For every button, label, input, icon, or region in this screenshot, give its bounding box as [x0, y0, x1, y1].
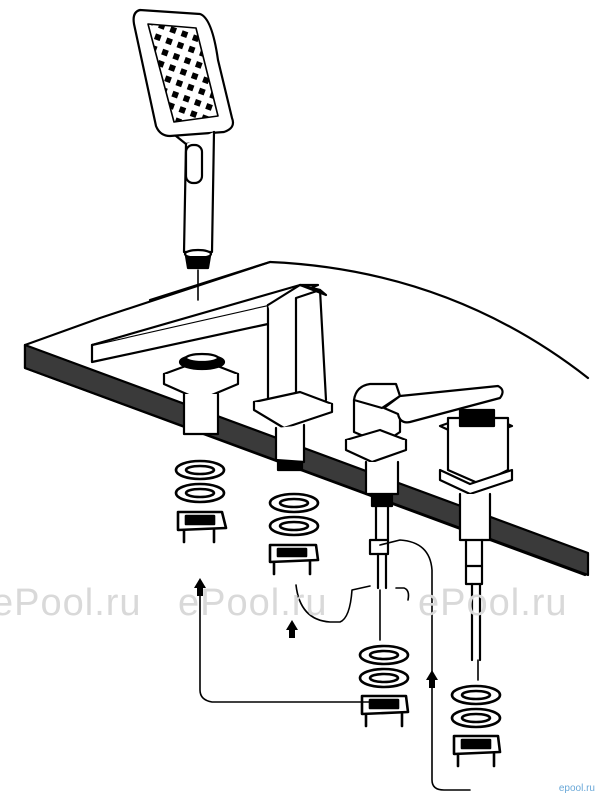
hand-shower	[132, 8, 235, 301]
brand-logo: epool.ru	[558, 783, 595, 794]
washer-stack-2	[268, 492, 320, 576]
watermark: ePool.ru	[0, 582, 142, 624]
washer-stack-1	[174, 459, 228, 544]
washer-stack-3	[358, 644, 410, 728]
mixer-body-unit	[438, 408, 514, 662]
washer-stack-4	[450, 684, 502, 768]
bathtub-rim	[148, 260, 590, 380]
deck-slab	[23, 260, 590, 577]
watermark: ePool.ru	[178, 582, 328, 624]
up-arrow-icon	[286, 620, 298, 630]
hose-lines	[199, 539, 479, 791]
diverter-unit	[162, 352, 240, 436]
mixer-handle-unit	[344, 382, 504, 590]
up-arrow-icon	[194, 578, 206, 588]
watermark: ePool.ru	[418, 582, 568, 624]
spout	[90, 283, 334, 472]
up-arrow-icon	[426, 670, 438, 680]
arrow-icons	[194, 578, 438, 688]
